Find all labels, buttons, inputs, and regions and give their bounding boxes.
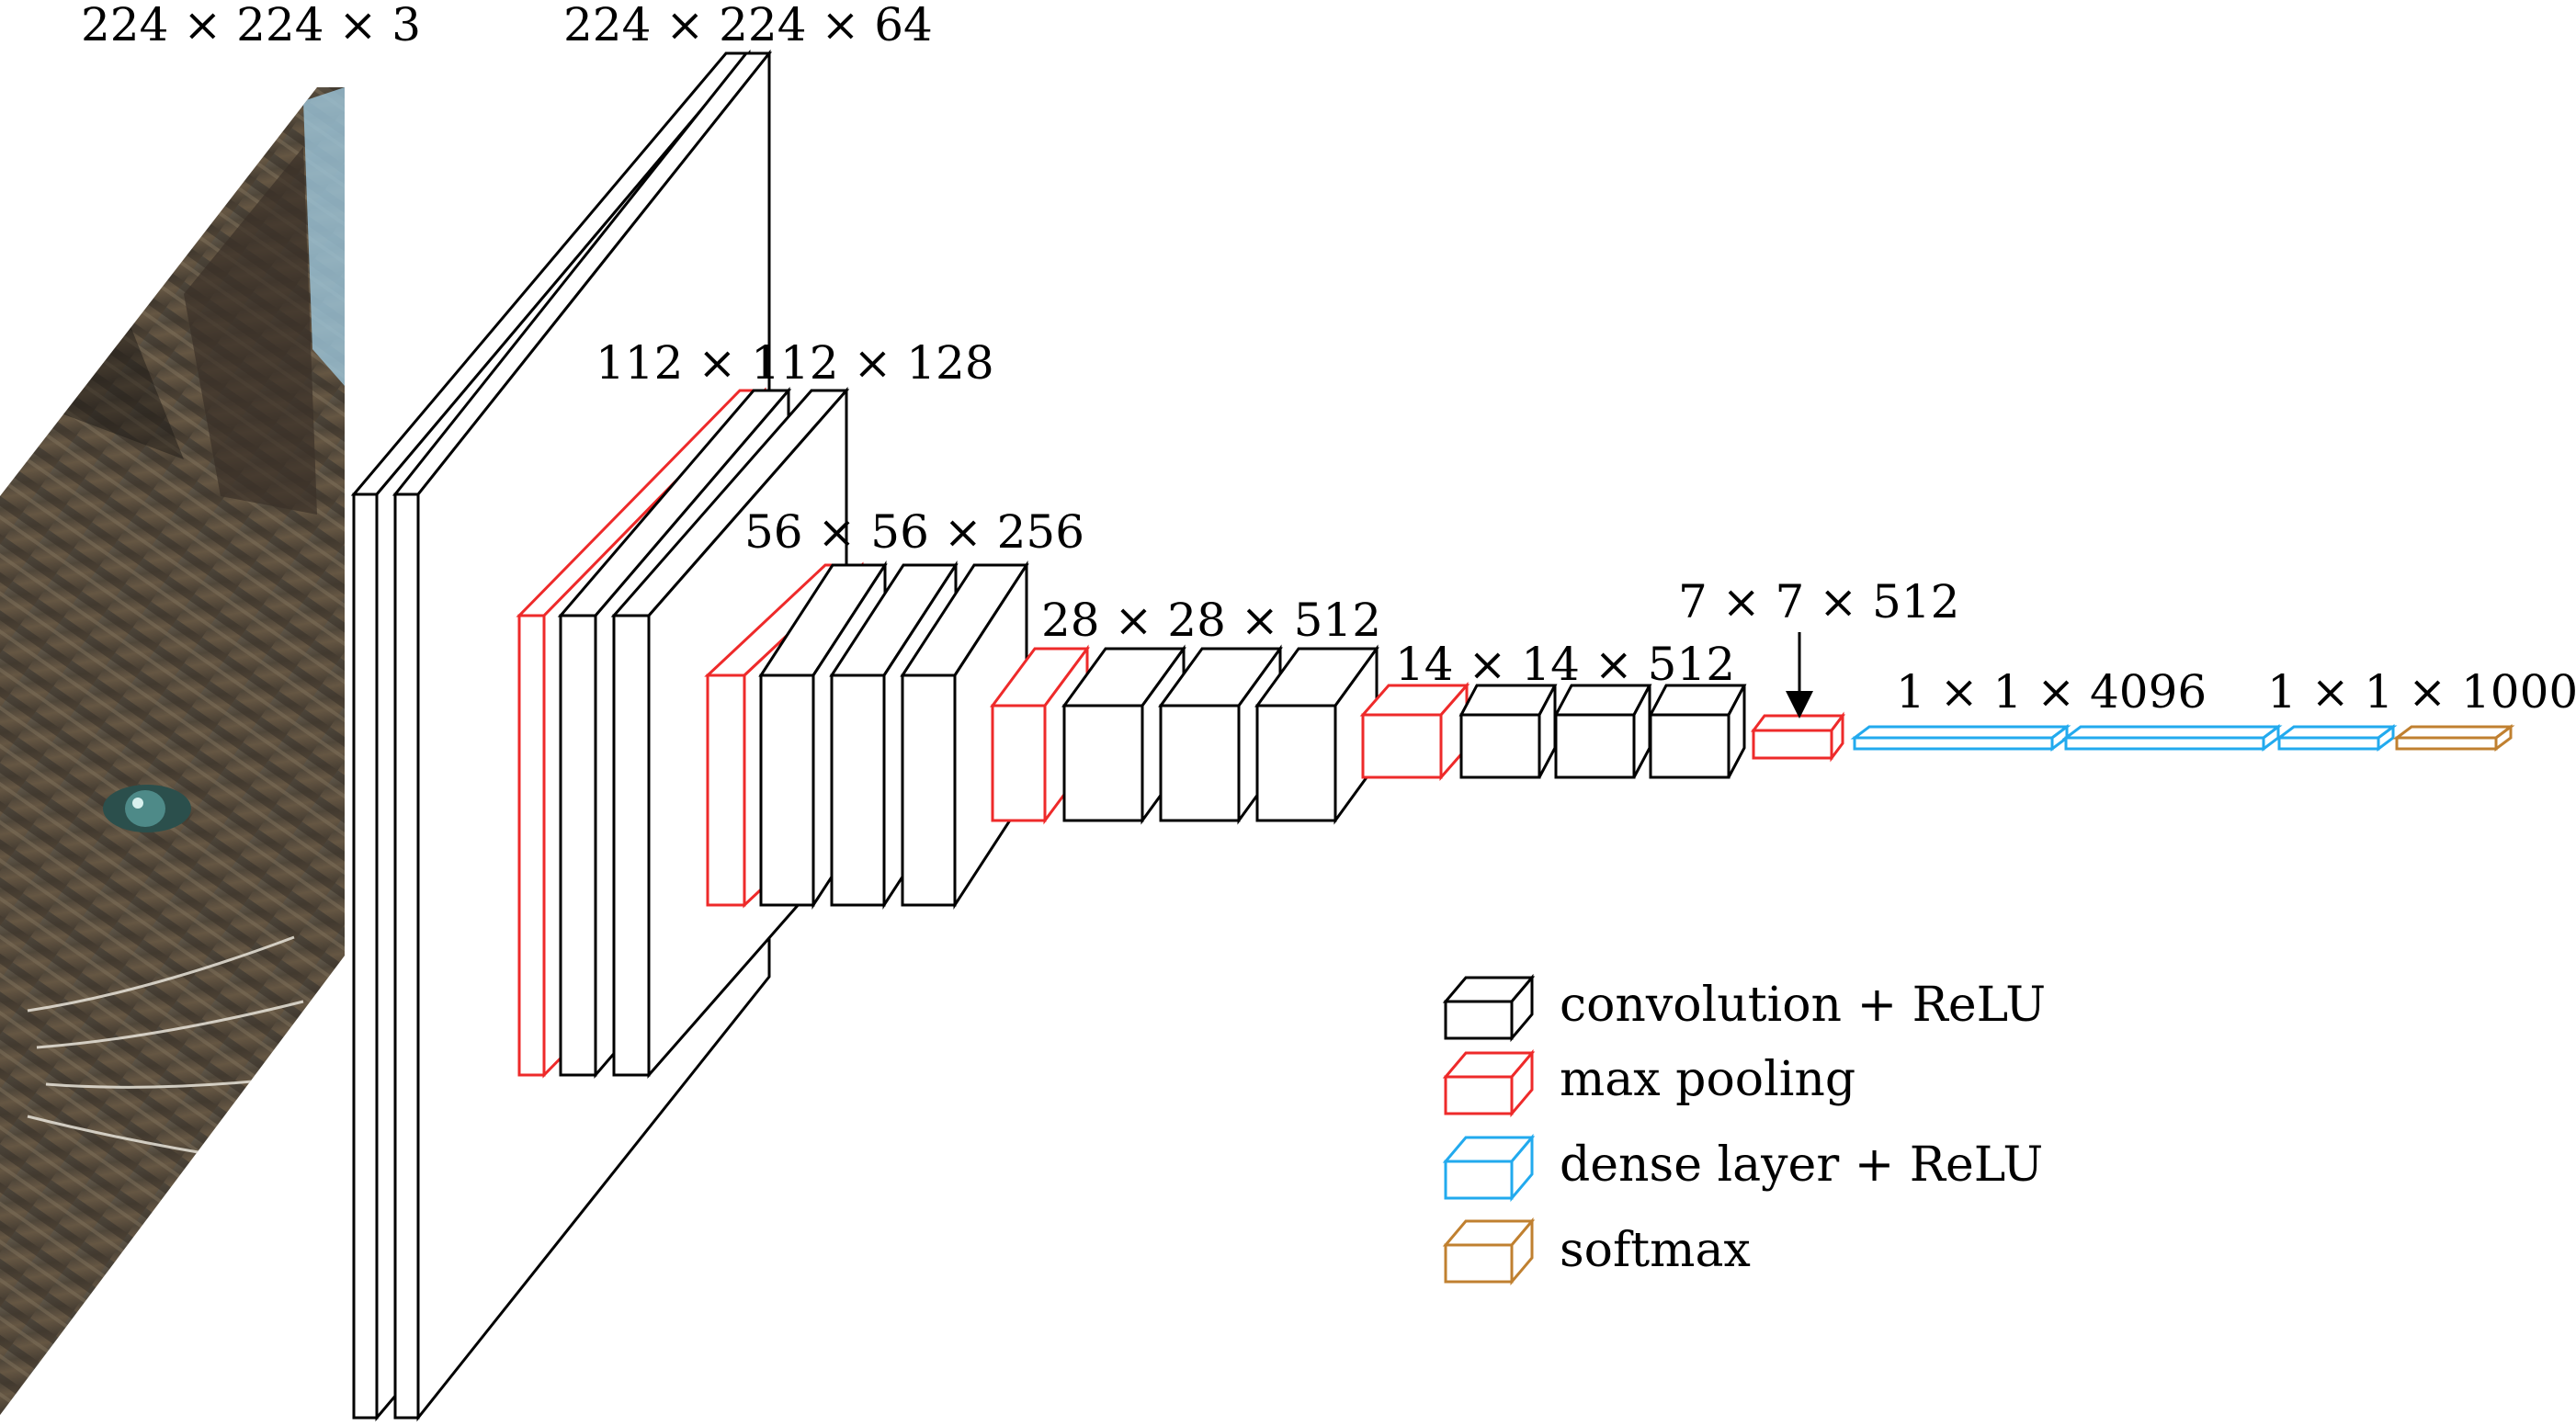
legend-icon-softmax [1442, 1217, 1536, 1286]
legend-icon-dense [1442, 1133, 1536, 1203]
block5-pool [1359, 682, 1470, 781]
block5-conv3 [1648, 684, 1747, 779]
softmax-layer [2392, 724, 2515, 752]
legend-icon-pool [1442, 1048, 1536, 1118]
fc1 [1850, 724, 2071, 752]
block5-conv2 [1553, 684, 1652, 779]
block2-size-label: 112 × 112 × 128 [596, 336, 994, 390]
block5-size-label: 14 × 14 × 512 [1395, 638, 1735, 691]
pool5 [1751, 711, 1845, 763]
legend-label-pool: max pooling [1560, 1052, 1855, 1107]
legend-icon-conv [1442, 973, 1536, 1043]
block3-size-label: 56 × 56 × 256 [744, 505, 1084, 559]
block5-conv1 [1458, 684, 1558, 779]
fc-size-label: 1 × 1 × 4096 [1896, 665, 2207, 719]
legend-label-softmax: softmax [1560, 1223, 1751, 1278]
fc3 [2275, 724, 2398, 752]
block1-size-label: 224 × 224 × 64 [563, 0, 933, 51]
output-size-label: 1 × 1 × 1000 [2267, 665, 2576, 719]
input-cat-image [0, 87, 345, 1415]
legend-label-dense: dense layer + ReLU [1560, 1137, 2043, 1193]
pool5-size-label: 7 × 7 × 512 [1678, 575, 1959, 628]
fc2 [2061, 724, 2283, 752]
legend: convolution + ReLU max pooling dense lay… [1442, 973, 2046, 1286]
legend-label-conv: convolution + ReLU [1560, 978, 2046, 1033]
block4-conv1 [1061, 644, 1186, 825]
input-size-label: 224 × 224 × 3 [81, 0, 421, 51]
block4-size-label: 28 × 28 × 512 [1041, 594, 1381, 647]
